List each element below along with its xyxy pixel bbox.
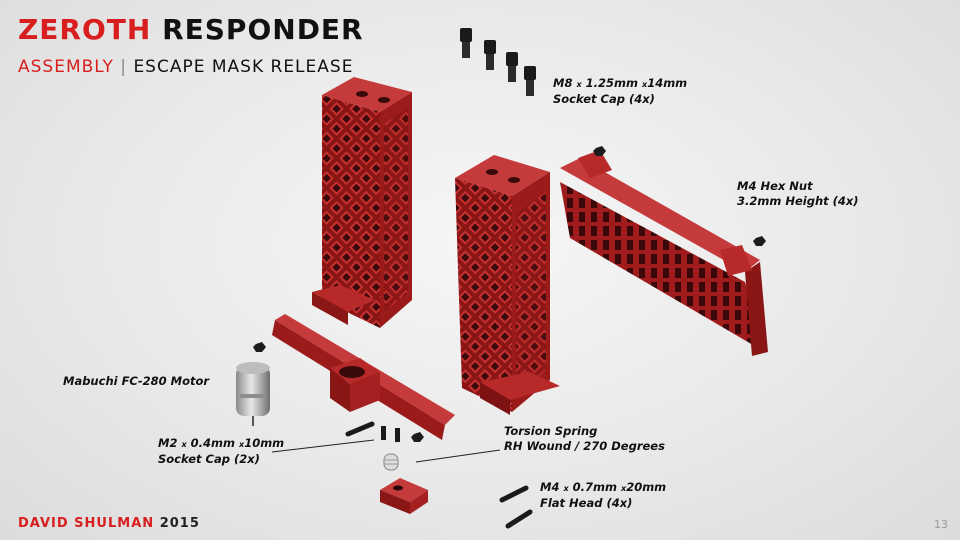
page-subtitle: ASSEMBLY | ESCAPE MASK RELEASE bbox=[18, 59, 353, 76]
footer-year: 2015 bbox=[159, 516, 200, 531]
page-title: ZEROTH RESPONDER bbox=[18, 16, 364, 44]
callout-spring-line2: RH Wound / 270 Degrees bbox=[504, 439, 665, 453]
callout-m2-line1: M2 x 0.4mm x10mm bbox=[158, 436, 285, 450]
callout-m4-flat-line2: Flat Head (4x) bbox=[540, 496, 633, 510]
callout-m4-nut-line1: M4 Hex Nut bbox=[737, 179, 813, 193]
subtitle-accent: ASSEMBLY bbox=[18, 57, 114, 77]
callout-m2-line2: Socket Cap (2x) bbox=[158, 452, 260, 466]
m2-socket-cap-screws bbox=[381, 426, 400, 442]
callout-m4-nut-line2: 3.2mm Height (4x) bbox=[737, 194, 859, 208]
subtitle-rest: ESCAPE MASK RELEASE bbox=[133, 57, 354, 77]
callout-m4-flat-line1: M4 x 0.7mm x20mm bbox=[540, 480, 667, 494]
page-number: 13 bbox=[934, 518, 948, 531]
cam-part bbox=[380, 478, 428, 514]
callout-motor-line1: Mabuchi FC-280 Motor bbox=[63, 374, 210, 388]
left-bracket-part bbox=[312, 77, 412, 328]
lower-arm-part bbox=[272, 314, 455, 440]
callout-motor: Mabuchi FC-280 Motor bbox=[63, 374, 209, 389]
title-rest: RESPONDER bbox=[162, 13, 364, 46]
right-grill-frame-part bbox=[560, 150, 768, 356]
torsion-spring-part bbox=[383, 453, 399, 471]
m8-socket-cap-screws bbox=[460, 28, 536, 96]
m4-hex-nuts bbox=[253, 146, 766, 442]
callout-torsion-spring: Torsion Spring RH Wound / 270 Degrees bbox=[504, 424, 665, 454]
motor-part bbox=[236, 362, 270, 426]
m4-flat-head-screw-upper bbox=[345, 421, 375, 437]
callout-m4-hex-nut: M4 Hex Nut 3.2mm Height (4x) bbox=[737, 179, 859, 209]
subtitle-separator: | bbox=[120, 57, 128, 77]
callout-m8-screws: M8 x 1.25mm x14mm Socket Cap (4x) bbox=[553, 76, 687, 107]
footer-author: DAVID SHULMAN bbox=[18, 516, 155, 531]
callout-m4-flat-head: M4 x 0.7mm x20mm Flat Head (4x) bbox=[540, 480, 666, 511]
callout-m2-screws: M2 x 0.4mm x10mm Socket Cap (2x) bbox=[158, 436, 284, 467]
title-accent: ZEROTH bbox=[18, 13, 152, 46]
callout-m8-line1: M8 x 1.25mm x14mm bbox=[553, 76, 688, 90]
m4-flat-head-screws bbox=[499, 485, 533, 529]
callout-spring-line1: Torsion Spring bbox=[504, 424, 598, 438]
middle-bracket-part bbox=[455, 155, 560, 415]
callout-m8-line2: Socket Cap (4x) bbox=[553, 92, 655, 106]
leader-lines bbox=[271, 439, 501, 463]
footer-credit: DAVID SHULMAN 2015 bbox=[18, 516, 200, 531]
